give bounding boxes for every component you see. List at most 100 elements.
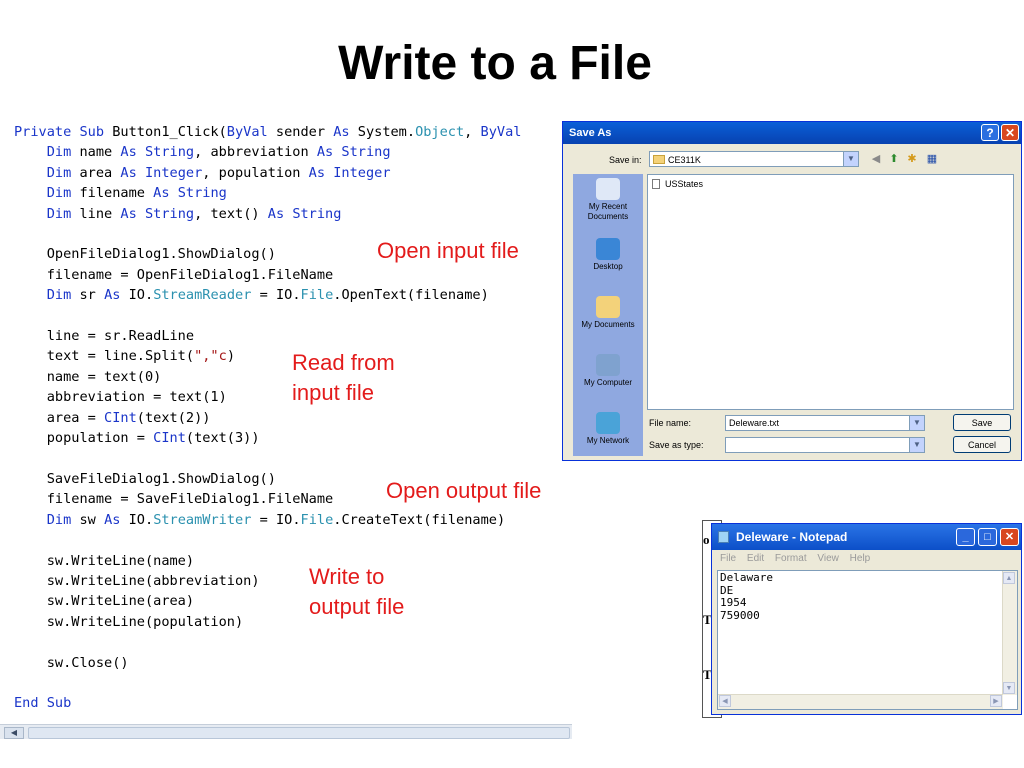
code-token: sw.WriteLine(population) — [14, 613, 244, 630]
code-token: CInt — [104, 409, 137, 426]
horizontal-scrollbar[interactable]: ◀ ▶ — [718, 694, 1003, 709]
code-token: ByVal — [226, 124, 268, 140]
cancel-button[interactable]: Cancel — [953, 436, 1011, 453]
notepad-content: Delaware DE 1954 759000 — [720, 571, 773, 622]
code-line: Dim line As String, text() As String — [14, 204, 521, 224]
code-token — [14, 185, 47, 201]
close-button[interactable]: ✕ — [1001, 124, 1019, 141]
code-token: StreamReader — [153, 287, 252, 304]
code-line — [14, 449, 521, 469]
code-token: CInt — [153, 430, 186, 447]
annotation-open-output: Open output file — [386, 478, 542, 503]
file-item-label: USStates — [665, 179, 704, 189]
place-my-network[interactable]: My Network — [573, 412, 643, 446]
scroll-left-icon[interactable]: ◀ — [719, 695, 731, 707]
code-token: line — [71, 205, 121, 222]
background-text: o — [703, 532, 710, 547]
code-line: Dim filename As String — [14, 183, 521, 203]
code-token: As Integer — [308, 164, 391, 181]
scroll-right-icon[interactable]: ▶ — [990, 695, 1002, 707]
code-token: IO. — [120, 511, 154, 528]
notepad-window: Deleware - Notepad _ □ ✕ File Edit Forma… — [711, 523, 1022, 715]
scroll-left-arrow-icon[interactable]: ◀ — [4, 727, 24, 739]
scroll-up-icon[interactable]: ▲ — [1003, 572, 1015, 584]
scroll-thumb[interactable] — [28, 727, 570, 739]
code-token: line = sr.ReadLine — [14, 328, 195, 345]
code-token: = IO. — [251, 287, 301, 304]
notepad-text-area[interactable]: Delaware DE 1954 759000 ▲ ▼ ◀ ▶ — [717, 570, 1018, 710]
chevron-down-icon[interactable]: ▼ — [843, 152, 858, 166]
code-line: sw.WriteLine(area) — [14, 591, 521, 611]
my-computer-icon — [596, 354, 620, 376]
scroll-down-icon[interactable]: ▼ — [1003, 682, 1015, 694]
back-icon[interactable]: ◀ — [871, 153, 881, 165]
code-token: , population — [202, 164, 309, 181]
desktop-icon — [596, 238, 620, 260]
annotation-write-to-line1: Write to — [309, 564, 385, 589]
place-my-computer[interactable]: My Computer — [573, 354, 643, 388]
vertical-scrollbar[interactable]: ▲ ▼ — [1002, 571, 1017, 695]
code-token: sw.WriteLine(abbreviation) — [14, 572, 260, 589]
code-line: population = CInt(text(3)) — [14, 428, 521, 448]
chevron-down-icon[interactable]: ▼ — [909, 438, 924, 452]
code-line: filename = SaveFileDialog1.FileName — [14, 489, 521, 509]
code-token: As — [104, 287, 121, 304]
save-as-type-dropdown[interactable]: ▼ — [725, 437, 925, 453]
place-my-recent-documents[interactable]: My Recent Documents — [573, 178, 643, 222]
file-name-field[interactable]: Deleware.txt ▼ — [725, 415, 925, 431]
code-listing: Private Sub Button1_Click(ByVal sender A… — [14, 122, 521, 714]
menu-help[interactable]: Help — [849, 553, 871, 564]
menu-view[interactable]: View — [817, 553, 839, 564]
code-token — [14, 144, 47, 160]
code-line: sw.WriteLine(abbreviation) — [14, 571, 521, 591]
code-token: StreamWriter — [153, 511, 252, 528]
views-menu-icon[interactable]: ▦ — [926, 153, 938, 165]
menu-file[interactable]: File — [720, 553, 737, 564]
save-in-value: CE311K — [668, 155, 701, 165]
code-token: sw.Close() — [14, 654, 129, 671]
code-horizontal-scrollbar[interactable]: ◀ — [0, 724, 572, 739]
code-token: text = line.Split( — [14, 348, 195, 365]
menu-format[interactable]: Format — [774, 553, 807, 564]
save-as-titlebar[interactable]: Save As ? ✕ — [563, 122, 1021, 144]
code-token — [14, 512, 47, 528]
notepad-title: Deleware - Notepad — [736, 530, 848, 544]
annotation-write-to-line2: output file — [309, 594, 405, 619]
code-line: Dim name As String, abbreviation As Stri… — [14, 142, 521, 162]
maximize-button[interactable]: □ — [978, 528, 997, 546]
up-folder-icon[interactable]: ⬆ — [889, 153, 899, 165]
file-item-usstates[interactable]: USStates — [652, 178, 703, 190]
chevron-down-icon[interactable]: ▼ — [909, 416, 924, 430]
close-button[interactable]: ✕ — [1000, 528, 1019, 546]
place-desktop[interactable]: Desktop — [573, 238, 643, 272]
menu-edit[interactable]: Edit — [746, 553, 765, 564]
my-documents-icon — [596, 296, 620, 318]
code-line — [14, 632, 521, 652]
places-bar: My Recent Documents Desktop My Documents… — [573, 174, 643, 456]
place-my-documents[interactable]: My Documents — [573, 296, 643, 330]
code-token: Dim — [46, 164, 72, 181]
code-token: sw.WriteLine(name) — [14, 552, 195, 569]
code-token: (text(3)) — [185, 430, 260, 447]
save-button[interactable]: Save — [953, 414, 1011, 431]
code-token: name = text(0) — [14, 368, 162, 385]
file-list[interactable]: USStates — [647, 174, 1014, 410]
code-token: Dim — [46, 185, 72, 202]
code-line: name = text(0) — [14, 367, 521, 387]
code-token: End Sub — [14, 695, 72, 712]
help-button[interactable]: ? — [981, 124, 999, 141]
code-editor[interactable]: Private Sub Button1_Click(ByVal sender A… — [0, 118, 572, 738]
code-token: Dim — [46, 144, 72, 161]
save-in-dropdown[interactable]: CE311K ▼ — [649, 151, 859, 167]
place-label: My Recent Documents — [587, 202, 629, 221]
code-token: filename = OpenFileDialog1.FileName — [14, 266, 334, 283]
notepad-titlebar[interactable]: Deleware - Notepad _ □ ✕ — [712, 524, 1021, 550]
code-token: Dim — [46, 511, 72, 528]
code-token: As String — [153, 185, 227, 202]
new-folder-icon[interactable]: ✱ — [907, 153, 917, 165]
code-token: ) — [226, 348, 235, 365]
code-token: , abbreviation — [194, 144, 317, 161]
minimize-button[interactable]: _ — [956, 528, 975, 546]
code-token: sw — [71, 511, 105, 528]
notepad-icon — [718, 531, 729, 543]
